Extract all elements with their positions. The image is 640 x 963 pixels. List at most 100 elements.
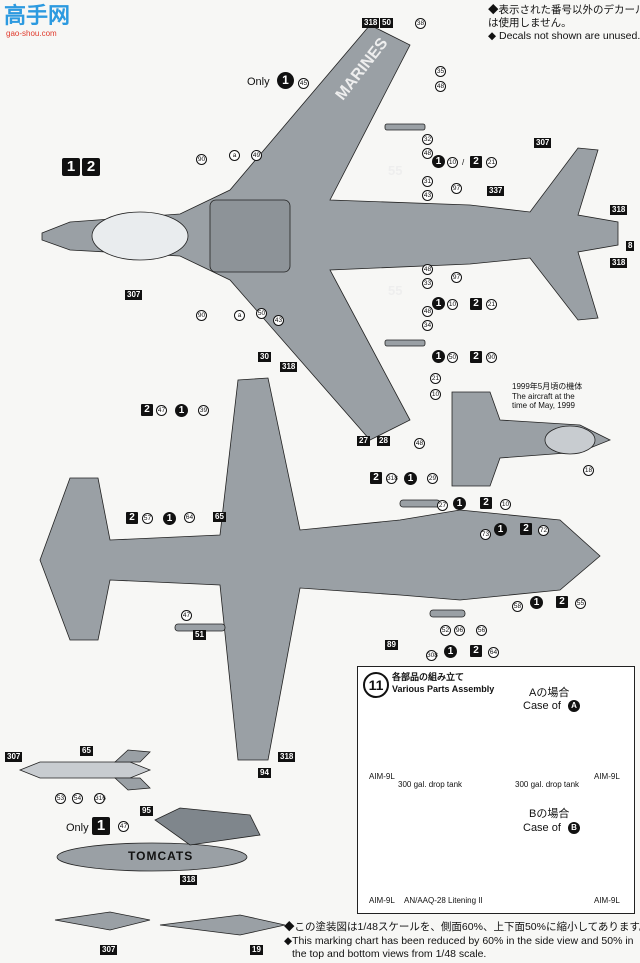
callout-54: 64 <box>488 647 499 658</box>
callout-48e: 21 <box>430 373 441 384</box>
case-a-en: Case of <box>523 700 561 712</box>
drop-tank <box>56 807 261 872</box>
note-unused-en: ◆ Decals not shown are unused. <box>488 30 640 42</box>
nose-detail-view <box>451 391 611 487</box>
case-a-icon: A <box>568 700 580 712</box>
marking-1-icon: 1 <box>453 497 466 510</box>
step-number: 11 <box>363 672 389 698</box>
callout-65: 10 <box>500 499 511 510</box>
marking-1-icon: 1 <box>404 472 417 485</box>
marking-1-icon: 1 <box>530 596 543 609</box>
callout-55: 64 <box>184 512 195 523</box>
callout-47: 28 <box>377 436 390 446</box>
callout-31: 31 <box>422 176 433 187</box>
watermark-title: 高手网 <box>4 3 71 28</box>
callout-318: 318 <box>362 18 380 28</box>
callout-27b: 39 <box>198 405 209 416</box>
case-b-jp: Bの場合 <box>529 808 570 820</box>
marking-1-icon: 1 <box>163 512 176 525</box>
assembly-title-jp: 各部品の組み立て <box>392 672 465 682</box>
callout-57: 73 <box>480 529 491 540</box>
callout-73: 318 <box>386 473 398 484</box>
callout-94: 53 <box>55 793 66 804</box>
assembly-step-box <box>357 666 635 914</box>
callout-48d: 48 <box>422 306 433 317</box>
watermark-url: gao-shou.com <box>6 29 57 38</box>
case-b-icon: B <box>568 822 580 834</box>
assembly-title-en: Various Parts Assembly <box>392 684 495 694</box>
callout-56: 57 <box>142 513 153 524</box>
callout-318b: 318 <box>610 205 628 215</box>
scale-note-jp: ◆この塗装図は1/48スケールを、側面60%、上下面50%に縮小してあります。 <box>284 921 640 933</box>
version-2-icon: 2 <box>82 158 100 176</box>
marking-1-icon: 1 <box>432 155 445 168</box>
callout-38: 38 <box>415 18 426 29</box>
callout-51: 58 <box>512 601 523 612</box>
callout-89: 56 <box>476 625 487 636</box>
callout-50c: 30 <box>258 352 271 362</box>
callout-21b: 21 <box>486 299 497 310</box>
marking-1-icon: 1 <box>432 297 445 310</box>
callout-96: 47 <box>181 610 192 621</box>
aim9l-label-2: AIM-9L <box>594 772 620 781</box>
marking-1-icon: 1 <box>92 817 110 835</box>
callout-32: 32 <box>422 134 433 145</box>
callout-28: 90 <box>486 352 497 363</box>
aim9-missile <box>18 749 152 791</box>
litening-pod-label: AN/AAQ-28 Litening II <box>404 896 483 905</box>
callout-49: 49 <box>251 150 262 161</box>
note-unused-jp: ◆表示された番号以外のデカール は使用しません。 <box>488 4 640 29</box>
callout-72: 29 <box>427 473 438 484</box>
aim9l-label-1: AIM-9L <box>369 772 395 781</box>
case-b-en: Case of <box>523 822 561 834</box>
callout-307d: 95 <box>140 806 153 816</box>
marking-2-icon: 2 <box>470 298 482 310</box>
fuselage-number-bottom: 55 <box>388 283 403 298</box>
callout-50b: 50 <box>256 308 267 319</box>
callout-a: a <box>229 150 240 161</box>
version-1-icon: 1 <box>62 158 80 176</box>
callout-318f: 318 <box>278 752 296 762</box>
callout-337: 337 <box>487 186 505 196</box>
tomcats-lettering: TOMCATS <box>128 849 194 863</box>
may-1999-en: The aircraft at the time of May, 1999 <box>512 392 575 410</box>
callout-53: 308 <box>426 650 438 661</box>
aim9l-label-3: AIM-9L <box>369 896 395 905</box>
callout-308: 51 <box>193 630 206 640</box>
callout-52: 55 <box>575 598 586 609</box>
marking-2-icon: 2 <box>520 523 532 535</box>
callout-10: 10 <box>447 157 458 168</box>
callout-307: 307 <box>534 138 552 148</box>
only-label-bottom: Only <box>66 822 89 834</box>
callout-318d: 27 <box>357 436 370 446</box>
callout-30: 10 <box>430 389 441 400</box>
callout-65b: 96 <box>454 625 465 636</box>
case-a-jp: Aの場合 <box>529 687 570 699</box>
callout-316: 65 <box>80 746 93 756</box>
top-view-aircraft <box>41 24 619 441</box>
marking-2-icon: 2 <box>470 351 482 363</box>
callout-48b: 48 <box>422 148 433 159</box>
callout-19: 47 <box>118 821 129 832</box>
callout-33: 33 <box>422 278 433 289</box>
marking-1-icon: 1 <box>494 523 507 536</box>
callout-308b: 318 <box>180 875 198 885</box>
callout-18: 18 <box>583 465 594 476</box>
callout-93: 54 <box>72 793 83 804</box>
callout-90b: 90 <box>196 310 207 321</box>
callout-307e: 307 <box>100 945 118 955</box>
callout-43: 43 <box>422 190 433 201</box>
callout-318c: 318 <box>610 258 628 268</box>
marking-2-icon: 2 <box>126 512 138 524</box>
callout-35: 35 <box>435 66 446 77</box>
callout-8: 8 <box>626 241 635 251</box>
callout-90: 90 <box>196 154 207 165</box>
drop-tank-label-left: 300 gal. drop tank <box>398 780 463 789</box>
marking-2-icon: 2 <box>480 497 492 509</box>
callout-27: 50 <box>447 352 458 363</box>
marking-1-icon: 1 <box>277 72 294 89</box>
marking-1-icon: 1 <box>175 404 188 417</box>
drop-tank-label-right: 300 gal. drop tank <box>515 780 580 789</box>
callout-a2: a <box>234 310 245 321</box>
callout-58: 72 <box>538 525 549 536</box>
